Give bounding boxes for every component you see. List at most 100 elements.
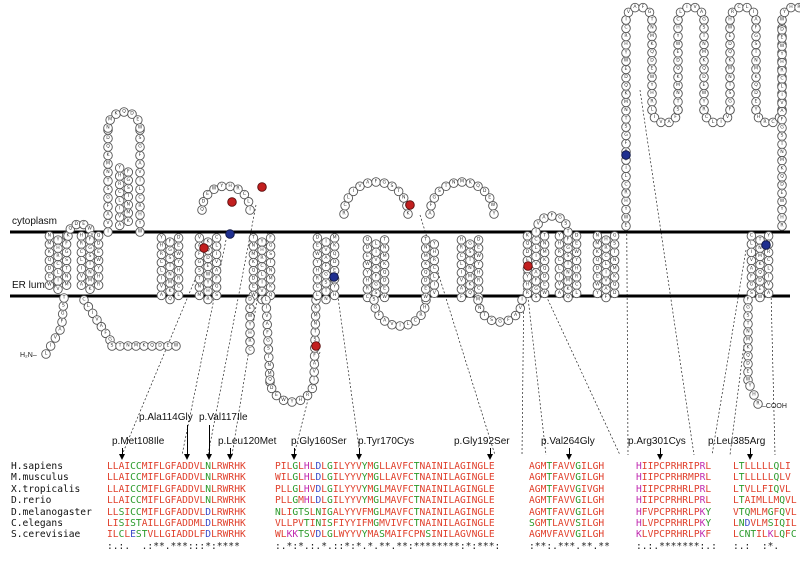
svg-text:A: A <box>106 212 110 218</box>
residue: Q <box>465 288 475 299</box>
svg-text:Y: Y <box>159 235 163 241</box>
residue: W <box>245 311 255 322</box>
svg-text:E: E <box>526 257 529 263</box>
alignment-segment: LCNTILKLQFC <box>733 529 797 541</box>
residue: W <box>312 249 323 260</box>
alignment-segment: LTAIMLLMQVL <box>733 495 797 507</box>
svg-text:K: K <box>613 274 617 280</box>
svg-text:T: T <box>566 261 570 267</box>
residue: S <box>265 249 276 260</box>
svg-text:C: C <box>215 235 218 241</box>
residue: D <box>592 264 603 274</box>
svg-text:W: W <box>746 377 751 383</box>
svg-text:F: F <box>325 263 328 269</box>
residue: I <box>649 112 660 123</box>
species-name: H.sapiens <box>11 461 63 472</box>
residue: M <box>563 276 573 286</box>
svg-text:L: L <box>316 292 319 298</box>
residue: H <box>93 272 104 282</box>
residue: D <box>329 257 340 268</box>
svg-text:Y: Y <box>315 259 319 265</box>
svg-text:E: E <box>759 286 762 292</box>
residue: G <box>725 97 735 107</box>
residue: T <box>725 80 735 91</box>
residue: F <box>371 272 381 282</box>
mutated-residue <box>311 341 321 351</box>
svg-text:W: W <box>138 229 143 235</box>
svg-text:D: D <box>206 255 210 261</box>
residue: S <box>561 219 571 229</box>
residue: A <box>510 310 521 321</box>
svg-text:K: K <box>543 257 547 263</box>
svg-text:Q: Q <box>468 290 472 296</box>
residue: E <box>312 241 323 251</box>
svg-text:G: G <box>374 282 378 288</box>
mutation-label-leu385arg: p.Leu385Arg <box>708 436 766 447</box>
mutation-label-arg301cys: p.Arg301Cys <box>628 436 686 447</box>
svg-text:H: H <box>433 249 436 255</box>
svg-text:V: V <box>433 290 437 296</box>
residue: L <box>53 268 63 278</box>
residue: E <box>592 272 603 282</box>
residue: H <box>429 247 440 258</box>
residue: F <box>61 239 72 249</box>
svg-text:G: G <box>754 33 758 39</box>
svg-text:V: V <box>390 321 394 327</box>
residue: T <box>123 191 134 202</box>
svg-text:Y: Y <box>117 165 121 171</box>
svg-text:W: W <box>281 397 286 403</box>
svg-text:V: V <box>198 235 202 241</box>
residue: M <box>310 311 321 321</box>
svg-text:N: N <box>468 265 471 271</box>
residue: H <box>135 210 145 220</box>
residue: W <box>135 227 145 237</box>
residue: I <box>135 176 145 186</box>
svg-text:T: T <box>754 49 758 55</box>
svg-text:F: F <box>781 116 784 122</box>
residue: Y <box>699 97 709 107</box>
residue: S <box>165 253 175 264</box>
alignment-segment: SGMTLAVVSILGH <box>529 518 605 530</box>
residue: D <box>479 186 490 197</box>
svg-text:H: H <box>650 90 653 96</box>
svg-text:S: S <box>198 267 201 273</box>
residue: A <box>425 209 435 219</box>
svg-text:N: N <box>88 269 91 275</box>
residue: H <box>522 280 533 290</box>
residue: C <box>245 345 255 355</box>
residue: L <box>708 117 718 128</box>
svg-text:Q: Q <box>97 233 101 239</box>
alignment-segment: HIIPCPRHRLPRL <box>636 495 712 507</box>
svg-text:A: A <box>198 243 202 249</box>
svg-text:D: D <box>754 90 758 96</box>
residue: Y <box>53 235 63 245</box>
svg-text:I: I <box>559 274 560 280</box>
svg-text:F: F <box>674 114 677 120</box>
svg-text:F: F <box>127 169 130 175</box>
svg-text:L: L <box>625 173 628 179</box>
residue: R <box>647 97 657 107</box>
residue: W <box>777 196 787 207</box>
residue: F <box>751 23 761 33</box>
residue: R <box>753 399 763 409</box>
svg-text:G: G <box>780 125 784 131</box>
svg-text:A: A <box>215 267 219 273</box>
residue: L <box>135 184 145 195</box>
svg-text:F: F <box>65 241 68 247</box>
residue: F <box>262 328 273 338</box>
svg-text:Y: Y <box>557 233 561 239</box>
svg-text:Y: Y <box>492 211 496 217</box>
species-name: X.tropicalis <box>11 483 81 495</box>
residue: F <box>265 233 276 243</box>
svg-text:K: K <box>754 74 758 80</box>
residue: Q <box>563 292 573 303</box>
svg-text:M: M <box>314 313 318 319</box>
residue: A <box>664 117 674 128</box>
alignment-segment: AGMTFAVVGIVGH <box>529 483 605 495</box>
svg-text:Q: Q <box>168 296 172 302</box>
residue: H <box>173 266 184 276</box>
residue: C <box>456 251 467 262</box>
svg-text:L: L <box>57 269 60 275</box>
svg-text:C: C <box>750 233 753 239</box>
svg-text:N: N <box>252 243 255 249</box>
